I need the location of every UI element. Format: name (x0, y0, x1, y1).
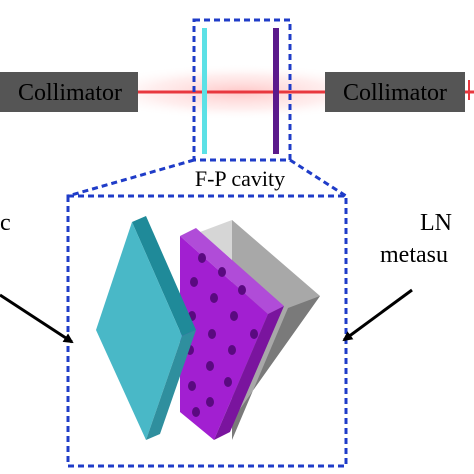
arrow-left (0, 293, 74, 344)
dielectric-slab (96, 216, 196, 440)
dielectric-side (146, 330, 196, 440)
zoom-line-left (67, 158, 195, 198)
cavity-box (192, 18, 292, 162)
right-label-line1: LN (420, 210, 452, 236)
arrow-right (342, 288, 413, 342)
mirror-right (273, 28, 279, 154)
zoom-box (66, 194, 348, 468)
metasurface-top (180, 228, 284, 314)
metasurface-holes (186, 253, 258, 417)
dielectric-front (96, 222, 182, 440)
zoom-line-right (289, 158, 347, 198)
dielectric-top (132, 216, 196, 336)
cavity-label: F-P cavity (195, 166, 285, 191)
metasurface-side (214, 306, 284, 440)
collimator-right-label: Collimator (343, 80, 447, 106)
mirror-left (202, 28, 207, 154)
collimator-left-label: Collimator (18, 80, 122, 106)
collimator-left: Collimator (0, 72, 138, 112)
right-label-line2: metasu (380, 242, 448, 268)
metasurface-face (180, 236, 268, 440)
collimator-right: Collimator (325, 72, 465, 112)
metasurface-layer (180, 228, 284, 440)
left-label-partial: c (0, 210, 11, 236)
